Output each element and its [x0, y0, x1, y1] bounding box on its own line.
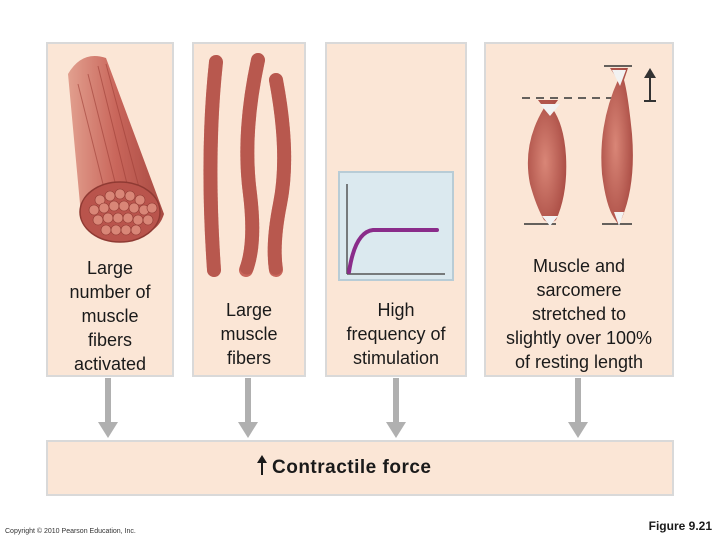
contractile-force-text: Contractile force [272, 457, 432, 478]
muscle-fibers-icon [203, 53, 292, 277]
copyright-text: Copyright © 2010 Pearson Education, Inc. [5, 528, 136, 535]
down-arrow-icon [568, 378, 588, 438]
panel-muscle-length: Muscle and sarcomere stretched to slight… [484, 42, 674, 377]
muscle-bundle-icon [68, 56, 164, 243]
panel-caption: Muscle and sarcomere stretched to slight… [505, 256, 653, 372]
panel-large-fibers: Large muscle fibers [192, 42, 306, 377]
down-arrow-icon [386, 378, 406, 438]
panel-stimulation-frequency: High frequency of stimulation [325, 42, 467, 377]
force-graph-icon [338, 171, 454, 281]
stretched-muscle-icon [522, 65, 656, 226]
down-arrow-icon [98, 378, 118, 438]
down-arrow-icon [238, 378, 258, 438]
panel-caption: High frequency of stimulation [346, 300, 446, 368]
contractile-force-label: Contractile force [256, 455, 431, 479]
contractile-force-box [46, 440, 674, 496]
up-arrow-icon [644, 68, 656, 102]
figure-number: Figure 9.21 [648, 519, 712, 533]
panel-caption: Large number of muscle fibers activated [69, 258, 151, 374]
increase-arrow-icon [257, 455, 267, 475]
panel-many-fibers: Large number of muscle fibers activated [46, 42, 174, 377]
panel-caption: Large muscle fibers [220, 300, 278, 368]
